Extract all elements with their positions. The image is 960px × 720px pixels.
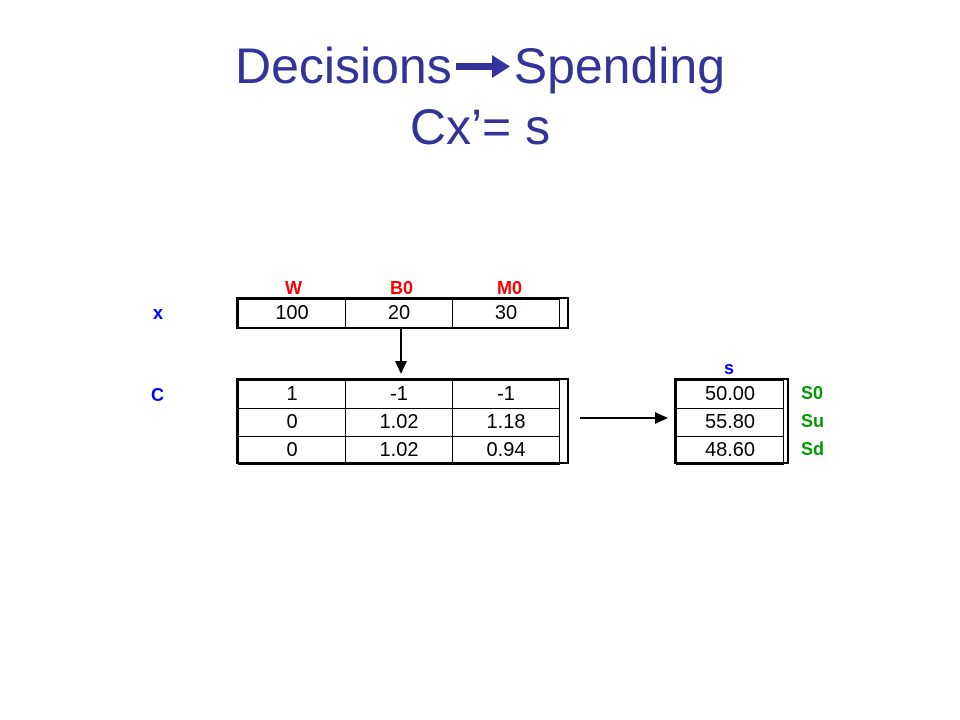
c-cell: 0 xyxy=(238,408,346,437)
right-arrow-icon xyxy=(454,51,512,81)
slide-title: Decisions Spending xyxy=(0,32,960,96)
x-vector-table: 100 20 30 xyxy=(238,299,560,328)
down-arrow-icon xyxy=(395,327,407,374)
s-row-label-sd: Sd xyxy=(801,439,825,459)
x-cell-m0: 30 xyxy=(452,299,560,328)
x-vector-frame xyxy=(236,297,569,329)
x-header-w: W xyxy=(285,278,302,298)
table-row: 50.00 xyxy=(676,380,784,409)
s-header-label: s xyxy=(724,358,735,378)
s-row-label-s0: S0 xyxy=(801,383,824,403)
x-row-label: x xyxy=(153,303,164,323)
c-cell: -1 xyxy=(345,380,453,409)
table-row: 48.60 xyxy=(676,436,784,465)
table-row: 0 1.02 0.94 xyxy=(238,436,560,465)
s-cell: 48.60 xyxy=(676,436,784,465)
x-header-m0: M0 xyxy=(497,278,523,298)
title-decisions: Decisions xyxy=(234,37,452,94)
c-cell: 0.94 xyxy=(452,436,560,465)
s-vector-table: 50.00 55.80 48.60 xyxy=(676,380,784,465)
c-row-label: C xyxy=(151,385,164,405)
title-spending: Spending xyxy=(513,37,726,94)
s-row-label-su: Su xyxy=(801,411,825,431)
x-header-b0: B0 xyxy=(390,278,414,298)
c-cell: 1.18 xyxy=(452,408,560,437)
s-cell: 55.80 xyxy=(676,408,784,437)
s-cell: 50.00 xyxy=(676,380,784,409)
right-arrow-icon xyxy=(580,412,668,424)
table-row: 100 20 30 xyxy=(238,299,560,328)
c-cell: 0 xyxy=(238,436,346,465)
table-row: 55.80 xyxy=(676,408,784,437)
x-cell-b0: 20 xyxy=(345,299,453,328)
c-matrix-table: 1 -1 -1 0 1.02 1.18 0 1.02 0.94 xyxy=(238,380,560,465)
slide-equation: Cx’= s xyxy=(409,99,551,155)
c-cell: 1.02 xyxy=(345,436,453,465)
